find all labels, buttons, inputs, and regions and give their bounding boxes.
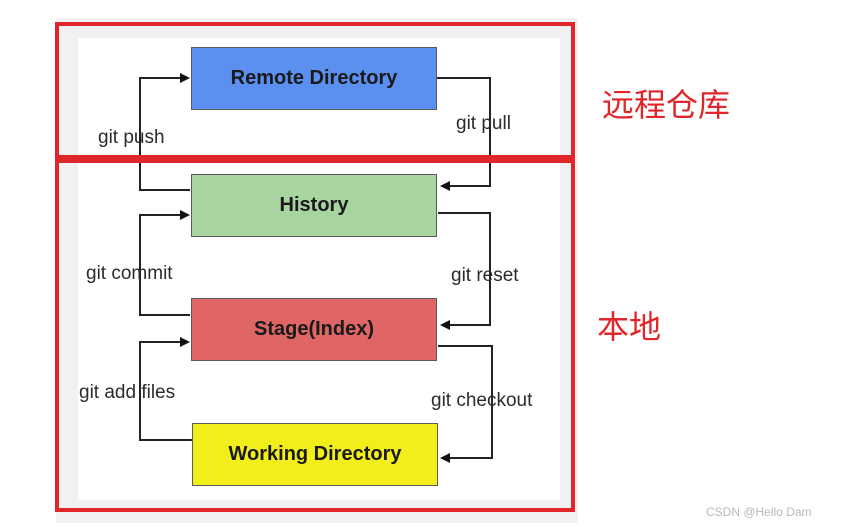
git-push-label: git push <box>98 127 165 148</box>
git-commit-arrow <box>139 210 190 316</box>
git-push-arrow <box>139 73 190 191</box>
remote-directory-node: Remote Directory <box>191 47 437 110</box>
watermark: CSDN @Hello Dam <box>706 505 812 519</box>
remote-region-label: 远程仓库 <box>602 86 731 124</box>
stage-index-node: Stage(Index) <box>191 298 437 361</box>
history-node: History <box>191 174 437 237</box>
local-region-frame <box>55 159 575 512</box>
remote-region-frame <box>55 22 575 159</box>
working-directory-node: Working Directory <box>192 423 438 486</box>
git-pull-arrow <box>436 77 491 191</box>
git-checkout-arrow <box>438 345 493 463</box>
local-region-label: 本地 <box>597 308 662 346</box>
git-add-files-label: git add files <box>79 382 176 403</box>
git-checkout-label: git checkout <box>431 390 533 411</box>
git-pull-label: git pull <box>456 113 511 134</box>
git-add-arrow <box>139 337 192 441</box>
git-reset-arrow <box>438 212 491 330</box>
git-commit-label: git commit <box>86 263 173 284</box>
git-reset-label: git reset <box>451 265 519 286</box>
